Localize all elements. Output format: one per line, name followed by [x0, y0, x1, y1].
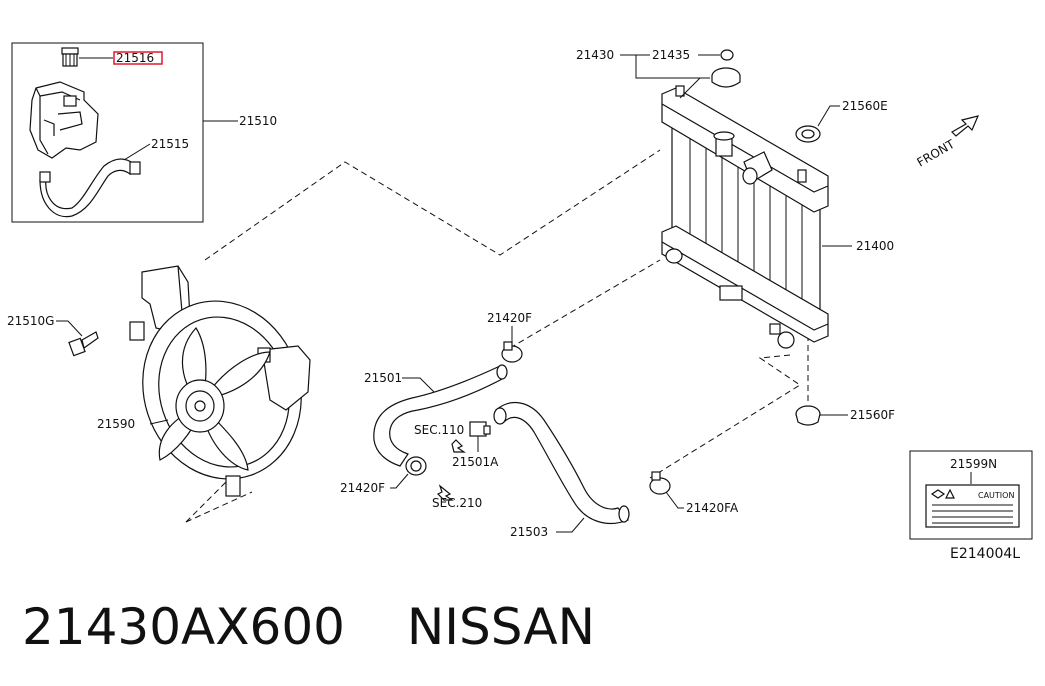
reservoir-inset: 21516 21510 21515 [11, 42, 277, 223]
sec110-arrow [451, 439, 466, 453]
front-label: FRONT [915, 137, 958, 170]
label-21420f-bottom[interactable]: 21420F [340, 481, 385, 495]
label-21501[interactable]: 21501 [364, 371, 402, 385]
radiator-cap[interactable] [711, 67, 741, 88]
lower-hose[interactable] [493, 402, 630, 524]
label-21435[interactable]: 21435 [652, 48, 690, 62]
highlight-box [113, 51, 163, 65]
label-sec210[interactable]: SEC.210 [432, 496, 482, 510]
upper-hose[interactable] [373, 364, 508, 467]
label-21510g[interactable]: 21510G [7, 314, 54, 328]
label-21599n[interactable]: 21599N [950, 457, 997, 471]
part-number: 21430AX600 [22, 598, 345, 656]
label-sec110[interactable]: SEC.110 [414, 423, 464, 437]
label-21560e[interactable]: 21560E [842, 99, 888, 113]
fan-shroud-assembly[interactable] [120, 265, 324, 500]
label-21560f[interactable]: 21560F [850, 408, 895, 422]
hose-clamp-21420fa[interactable] [649, 471, 671, 495]
radiator[interactable] [661, 85, 829, 349]
front-arrow: FRONT [915, 115, 980, 170]
label-21430[interactable]: 21430 [576, 48, 614, 62]
hose-clamp-lower[interactable] [405, 456, 427, 476]
sec210-arrow [436, 484, 454, 501]
label-21420f-top[interactable]: 21420F [487, 311, 532, 325]
label-21510[interactable]: 21510 [239, 114, 277, 128]
upper-mount-bushing[interactable] [795, 125, 821, 143]
label-21590[interactable]: 21590 [97, 417, 135, 431]
caution-text: CAUTION [978, 491, 1014, 500]
hose-clamp-upper[interactable] [501, 341, 523, 363]
overflow-hose[interactable] [39, 158, 141, 218]
brand-name: NISSAN [406, 598, 596, 656]
connection-lines [185, 149, 809, 523]
caution-sticker[interactable]: CAUTION [925, 484, 1020, 528]
hose-clamp-21501a[interactable] [469, 421, 491, 437]
reservoir-tank[interactable] [29, 81, 99, 159]
bolt[interactable] [68, 331, 99, 357]
caution-label-inset: 21599N CAUTION [909, 450, 1033, 540]
label-21420fa[interactable]: 21420FA [686, 501, 739, 515]
label-21503[interactable]: 21503 [510, 525, 548, 539]
diagram-code: E214004L [950, 546, 1020, 562]
label-21515[interactable]: 21515 [151, 137, 189, 151]
label-21501a[interactable]: 21501A [452, 455, 499, 469]
reservoir-cap[interactable] [61, 47, 79, 67]
footer-caption: 21430AX600 NISSAN [22, 598, 595, 656]
label-21400[interactable]: 21400 [856, 239, 894, 253]
cap-seal[interactable] [720, 49, 734, 61]
label-21516[interactable]: 21516 [116, 51, 154, 65]
lower-mount-bushing[interactable] [795, 405, 821, 426]
